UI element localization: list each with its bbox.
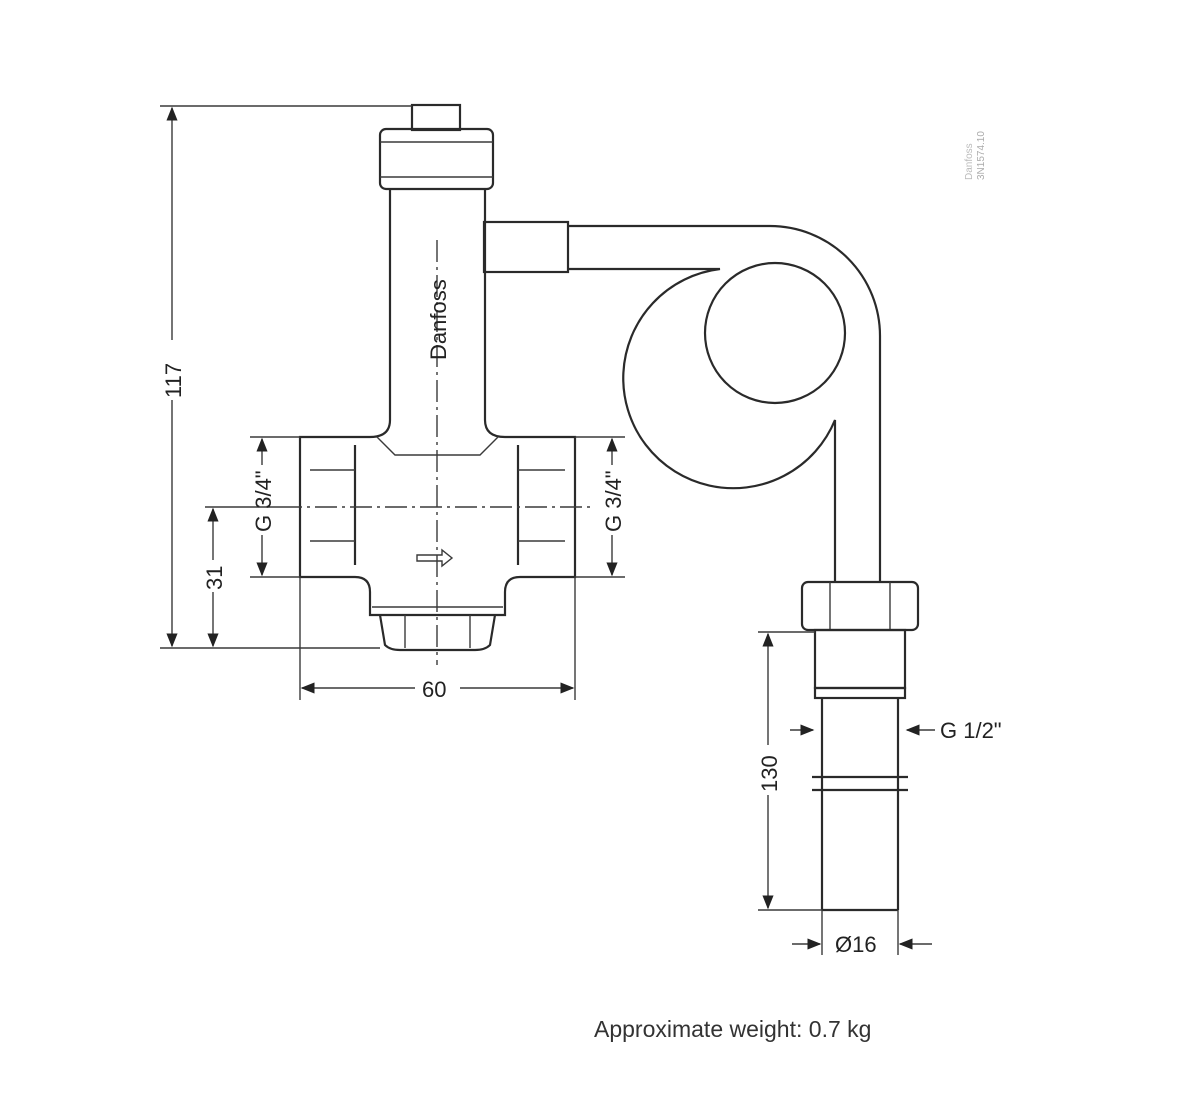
brand-label: Danfoss	[426, 279, 451, 360]
dim-31: 31	[202, 566, 227, 590]
dim-60: 60	[422, 677, 446, 702]
drawing-brand-small: Danfoss	[964, 143, 975, 180]
dim-diameter: Ø16	[835, 932, 877, 957]
dim-outlet-thread: G 3/4"	[601, 470, 626, 532]
dim-130: 130	[757, 755, 782, 792]
valve-body: Danfoss	[280, 103, 595, 665]
drawing-reference: 3N1574.10	[976, 131, 987, 180]
dim-inlet-thread: G 3/4"	[251, 470, 276, 532]
dim-sensor-thread: G 1/2"	[940, 718, 1002, 743]
flow-arrow-icon	[416, 548, 454, 568]
weight-note: Approximate weight: 0.7 kg	[594, 1016, 872, 1042]
dimensions: 117 31 G 3/4" G 3/4" 60 130 G 1/2" Ø16	[160, 105, 1002, 957]
capillary-sensor	[482, 220, 920, 912]
dim-117: 117	[161, 363, 186, 398]
